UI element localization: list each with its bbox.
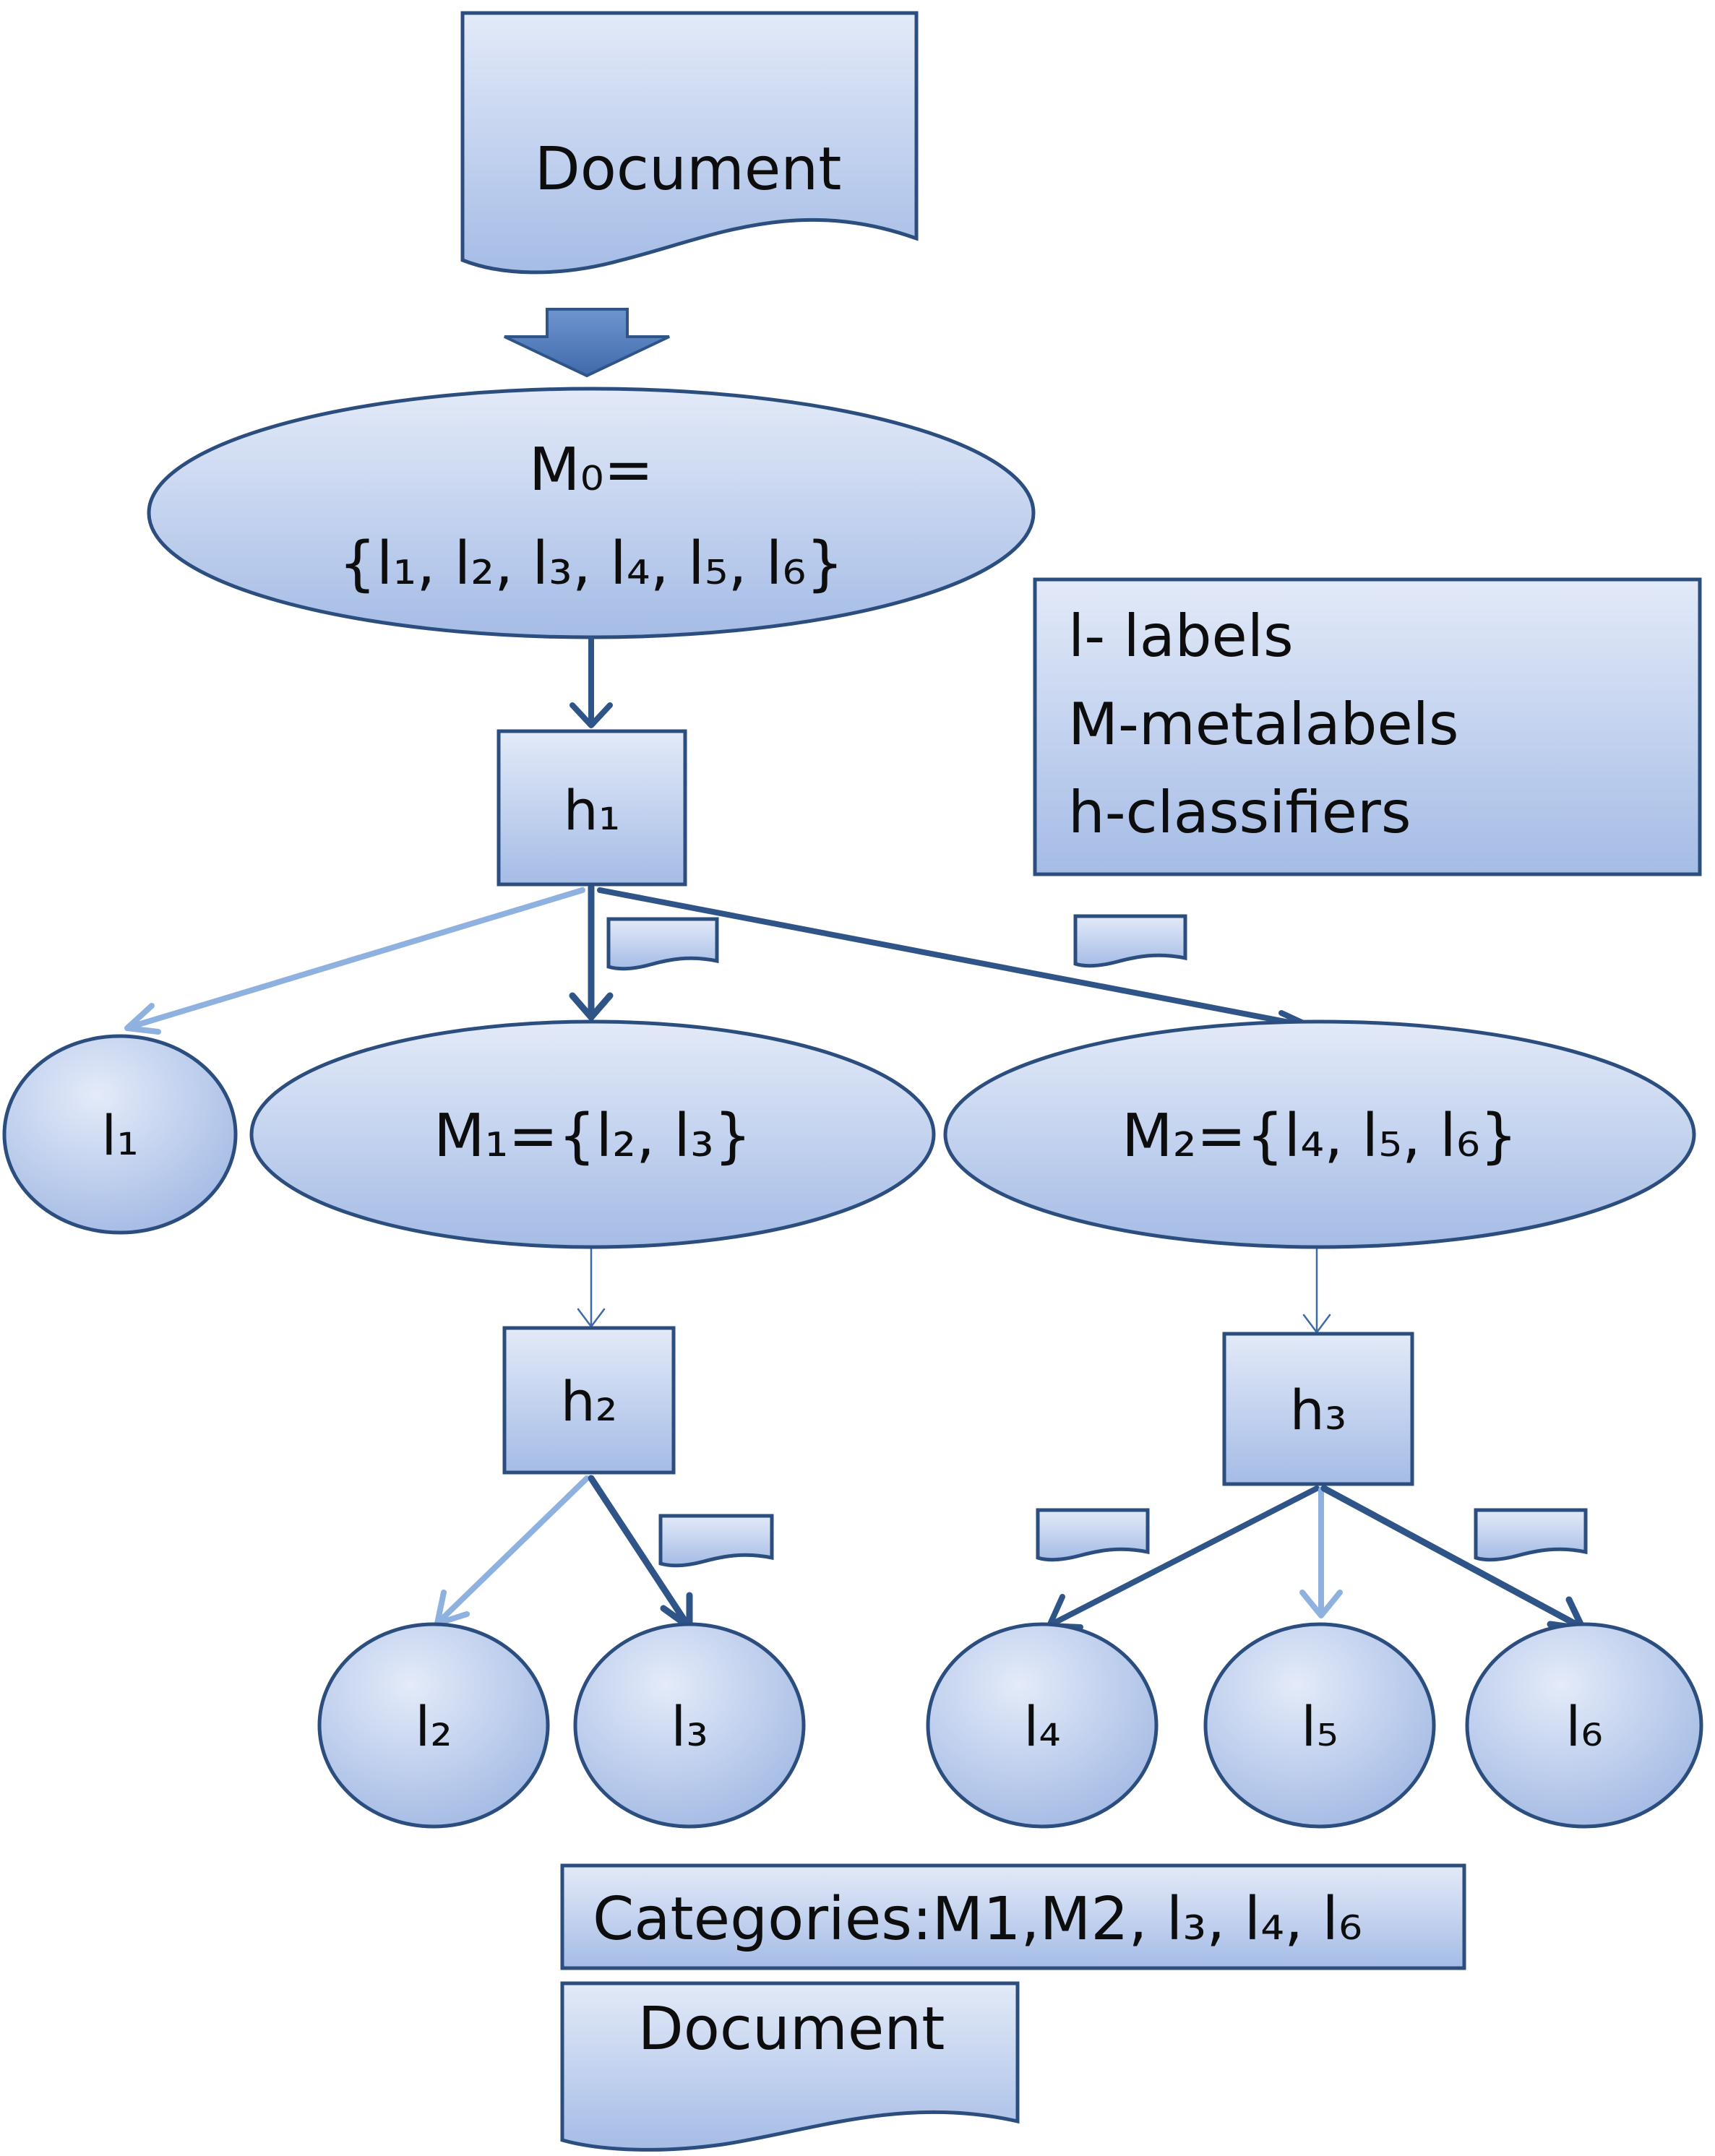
down-arrow-icon xyxy=(504,308,670,378)
classifier-h3-label: h₃ xyxy=(1290,1378,1347,1442)
categories-box xyxy=(560,1863,1466,1970)
classifier-h1: h₁ xyxy=(497,729,687,887)
label-node-l5: l₅ xyxy=(1203,1622,1436,1829)
edge-h2-l2 xyxy=(437,1475,590,1624)
label-l5-text: l₅ xyxy=(1301,1694,1338,1759)
legend-box: l- labels M-metalabels h-classifiers xyxy=(1033,577,1702,876)
legend-metalabels: M-metalabels xyxy=(1068,691,1459,758)
arrowhead-h1-l1 xyxy=(124,1003,161,1035)
label-l2-text: l₂ xyxy=(415,1694,452,1759)
metalabel-m1-ellipse: M₁={l₂, l₃} xyxy=(249,1019,936,1249)
document-marker-icon xyxy=(606,917,719,971)
label-node-l3: l₃ xyxy=(573,1622,806,1829)
label-l3-text: l₃ xyxy=(671,1694,708,1759)
document-bottom: Document Categories:M1,M2, l₃, l₄, l₆ xyxy=(560,1863,1466,2152)
label-l4-text: l₄ xyxy=(1023,1694,1061,1759)
label-l6-text: l₆ xyxy=(1565,1694,1603,1759)
classifier-h1-label: h₁ xyxy=(564,778,621,842)
metalabel-m2-ellipse: M₂={l₄, l₅, l₆} xyxy=(943,1019,1696,1249)
document-bottom-label: Document xyxy=(638,1995,945,2064)
document-top: Document xyxy=(460,11,919,275)
label-node-l1: l₁ xyxy=(2,1034,238,1235)
label-node-l2: l₂ xyxy=(317,1622,550,1829)
metalabel-m1-text: M₁={l₂, l₃} xyxy=(434,1102,752,1170)
legend-classifiers: h-classifiers xyxy=(1068,779,1411,846)
metalabel-m2-text: M₂={l₄, l₅, l₆} xyxy=(1122,1102,1518,1170)
classifier-h3: h₃ xyxy=(1222,1332,1414,1486)
classifier-h2: h₂ xyxy=(502,1326,676,1475)
classifier-h2-label: h₂ xyxy=(561,1369,618,1433)
legend-labels: l- labels xyxy=(1068,603,1294,670)
document-marker-icon xyxy=(658,1514,774,1568)
document-marker-icon xyxy=(1474,1508,1588,1562)
edge-markers xyxy=(606,914,1588,1568)
edge-h2-l3 xyxy=(588,1475,692,1629)
edges xyxy=(124,637,1586,1632)
root-metalabel-title: M₀= xyxy=(529,436,653,504)
document-marker-icon xyxy=(1036,1508,1150,1562)
edge-h1-l1 xyxy=(126,887,585,1030)
label-l1-text: l₁ xyxy=(101,1103,139,1168)
label-node-l6: l₆ xyxy=(1465,1622,1703,1829)
categories-text: Categories:M1,M2, l₃, l₄, l₆ xyxy=(593,1885,1362,1954)
arrowhead-h3-l5 xyxy=(1299,1590,1343,1618)
label-node-l4: l₄ xyxy=(926,1622,1159,1829)
document-marker-icon xyxy=(1073,914,1187,968)
arrowhead-h1-m1 xyxy=(569,992,614,1021)
edge-h3-l6 xyxy=(1320,1485,1585,1631)
root-metalabel-ellipse: M₀= {l₁, l₂, l₃, l₄, l₅, l₆} xyxy=(147,387,1036,639)
arrowhead-m0-h1 xyxy=(569,702,613,728)
edge-h3-l4 xyxy=(1049,1486,1320,1627)
document-top-label: Document xyxy=(535,135,842,204)
edge-h1-m2 xyxy=(597,887,1311,1029)
root-metalabel-set: {l₁, l₂, l₃, l₄, l₅, l₆} xyxy=(339,530,844,598)
